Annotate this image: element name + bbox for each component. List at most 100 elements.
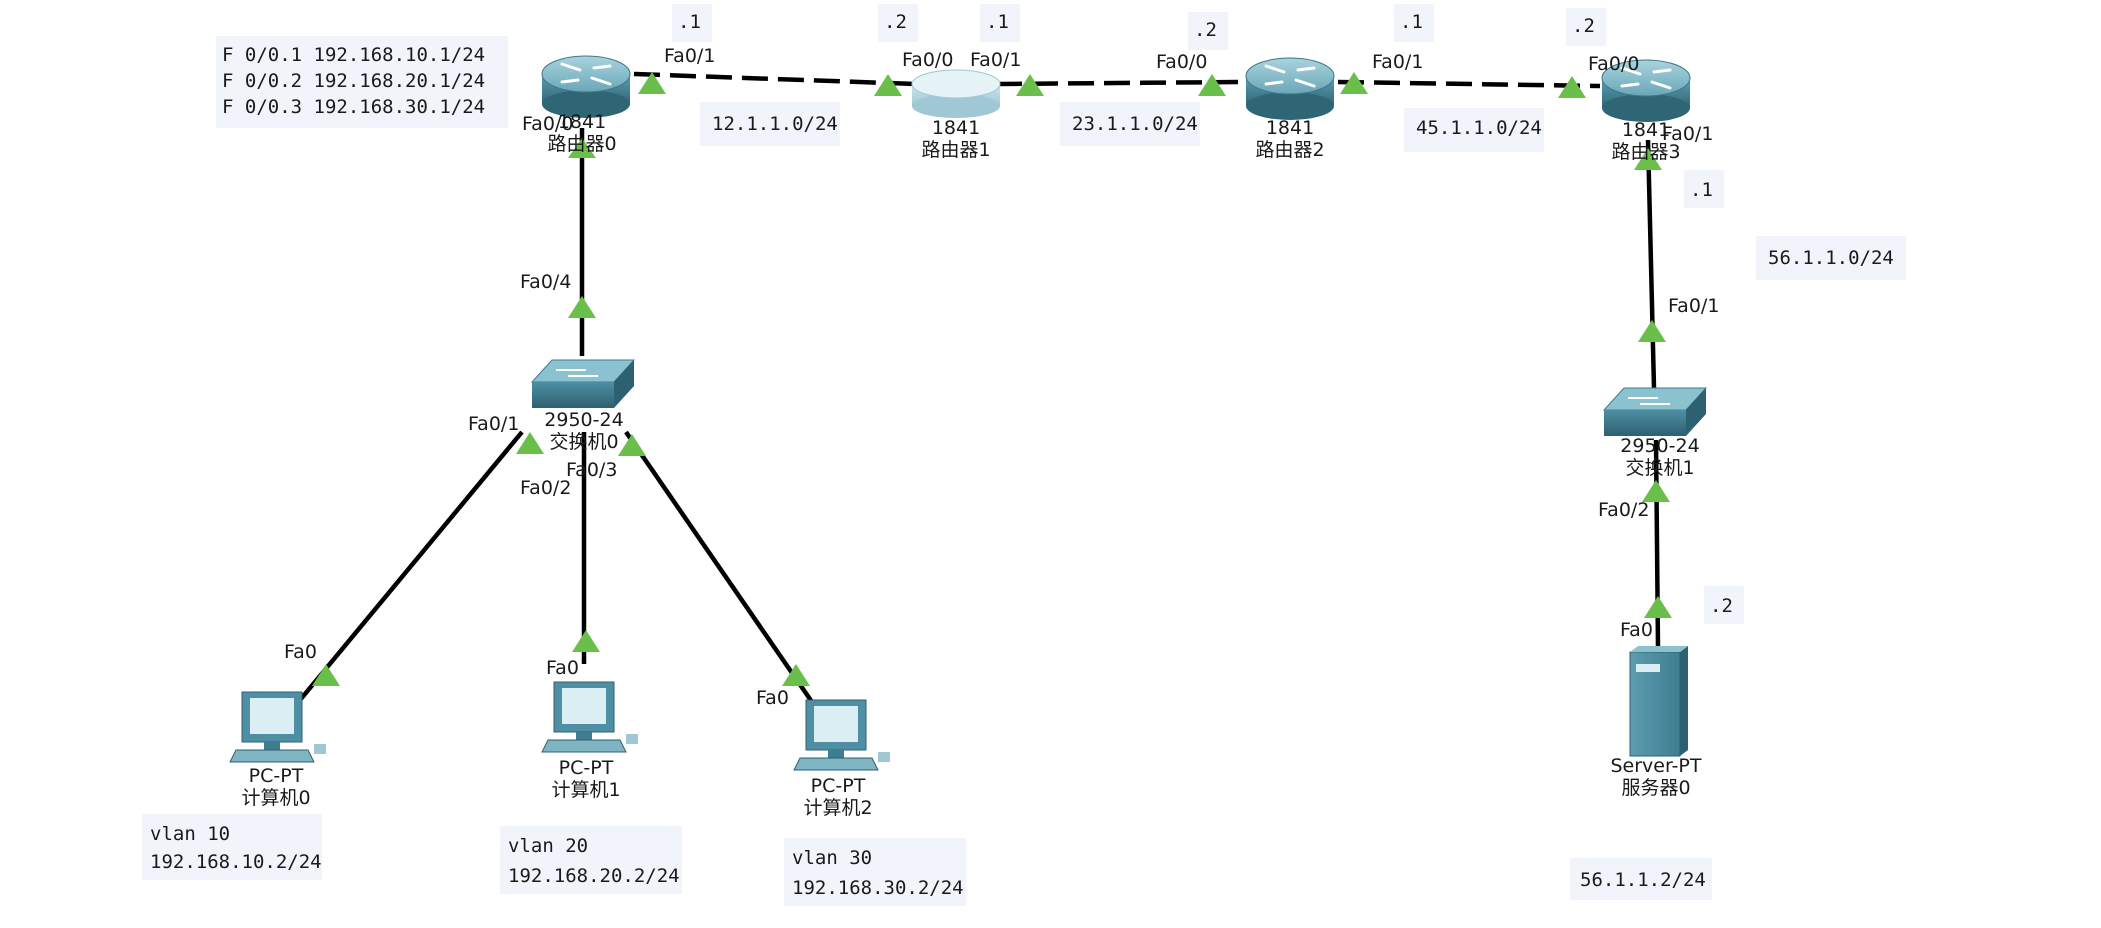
- port-server-fa0: Fa0: [1620, 619, 1653, 641]
- host-r0-fa01: .1: [678, 11, 701, 33]
- host-note-bg: [1684, 170, 1724, 208]
- router1-model: 1841: [932, 117, 980, 139]
- server0-name: 服务器0: [1621, 777, 1690, 799]
- pc0-model: PC-PT: [249, 765, 304, 787]
- switch1-model: 2950-24: [1620, 435, 1699, 457]
- router3-model: 1841: [1622, 119, 1670, 141]
- port-sw0-fa01: Fa0/1: [468, 413, 519, 435]
- host-r2-fa00: .2: [1194, 19, 1217, 41]
- switch1-icon[interactable]: [1602, 387, 1708, 436]
- server0-icon[interactable]: [1629, 646, 1688, 757]
- pc1-vlan-note: vlan 20: [508, 835, 588, 857]
- link-sw0-pc0: [298, 430, 524, 702]
- port-sw0-fa03: Fa0/3: [566, 459, 617, 481]
- port-indicator: [1644, 596, 1672, 618]
- port-r0-fa00: Fa0/0: [522, 113, 573, 135]
- port-r2-fa01: Fa0/1: [1372, 51, 1423, 73]
- port-sw1-fa01: Fa0/1: [1668, 295, 1719, 317]
- router0-name: 路由器0: [547, 133, 616, 155]
- network-label-23: 23.1.1.0/24: [1072, 113, 1198, 135]
- subif-line-1: F 0/0.1 192.168.10.1/24: [222, 44, 485, 66]
- pc2-name: 计算机2: [803, 797, 872, 819]
- host-note-bg: [1566, 8, 1606, 46]
- router2-model: 1841: [1266, 117, 1314, 139]
- port-indicator: [1558, 76, 1586, 98]
- switch0-icon[interactable]: [530, 359, 636, 408]
- router0-icon[interactable]: [541, 55, 631, 118]
- port-sw1-fa02: Fa0/2: [1598, 499, 1649, 521]
- subif-line-2: F 0/0.2 192.168.20.1/24: [222, 70, 485, 92]
- pc2-note-bg: [784, 838, 966, 906]
- pc0-ip-note: 192.168.10.2/24: [150, 851, 322, 873]
- port-indicators: [312, 72, 1672, 686]
- server-ip-note: 56.1.1.2/24: [1580, 869, 1706, 891]
- link-r2-r3: [1337, 79, 1601, 89]
- port-indicator: [1340, 72, 1368, 94]
- pc2-vlan-note: vlan 30: [792, 847, 872, 869]
- host-note-bg: [1394, 4, 1434, 42]
- router3-icon[interactable]: [1601, 59, 1691, 122]
- port-sw0-fa02: Fa0/2: [520, 477, 571, 499]
- port-pc0-fa0: Fa0: [284, 641, 317, 663]
- host-note-bg: [878, 4, 918, 42]
- port-r3-fa00: Fa0/0: [1588, 53, 1639, 75]
- port-r1-fa01: Fa0/1: [970, 49, 1021, 71]
- host-r1-fa01: .1: [986, 11, 1009, 33]
- port-indicator: [638, 72, 666, 94]
- net56-note-bg: [1756, 236, 1906, 280]
- router1-name: 路由器1: [921, 139, 990, 161]
- port-indicator: [568, 138, 596, 158]
- port-indicator: [782, 664, 810, 686]
- port-indicator: [618, 434, 646, 456]
- port-indicator: [1016, 74, 1044, 96]
- port-r0-fa01: Fa0/1: [664, 45, 715, 67]
- switch0-model: 2950-24: [544, 409, 623, 431]
- port-indicator: [568, 296, 596, 318]
- router2-icon[interactable]: [1245, 57, 1335, 120]
- router0-subif-note-bg: [216, 36, 508, 128]
- host-note-bg: [980, 4, 1020, 42]
- host-note-bg: [672, 4, 712, 42]
- port-indicator: [1198, 74, 1226, 96]
- switch1-name: 交换机1: [1625, 457, 1694, 479]
- pc2-icon[interactable]: [793, 699, 890, 771]
- pc1-icon[interactable]: [541, 681, 638, 753]
- pc0-icon[interactable]: [229, 691, 326, 763]
- port-indicator: [874, 74, 902, 96]
- link-r3-sw1: [1645, 139, 1657, 389]
- pc0-note-bg: [142, 814, 322, 880]
- host-server: .2: [1710, 595, 1733, 617]
- server-ip-note-bg: [1570, 858, 1712, 900]
- network-label-12: 12.1.1.0/24: [712, 113, 838, 135]
- pc0-name: 计算机0: [241, 787, 310, 809]
- pc1-name: 计算机1: [551, 779, 620, 801]
- links: [298, 71, 1661, 704]
- router0-model: 1841: [558, 111, 606, 133]
- host-r3-fa01: .1: [1690, 179, 1713, 201]
- port-indicator: [1638, 320, 1666, 342]
- port-pc1-fa0: Fa0: [546, 657, 579, 679]
- host-note-bg: [1188, 12, 1228, 50]
- port-indicator: [1634, 148, 1662, 170]
- pc1-note-bg: [500, 826, 682, 894]
- link-r1-r2: [995, 79, 1243, 87]
- router1-icon[interactable]: [911, 69, 1001, 118]
- router3-name: 路由器3: [1611, 141, 1680, 163]
- pc2-model: PC-PT: [811, 775, 866, 797]
- pc2-ip-note: 192.168.30.2/24: [792, 877, 964, 899]
- port-r1-fa00: Fa0/0: [902, 49, 953, 71]
- link-r0-r1: [633, 71, 917, 87]
- port-indicator: [516, 432, 544, 454]
- port-indicator: [312, 664, 340, 686]
- net23-note-bg: [1060, 102, 1200, 146]
- port-r2-fa00: Fa0/0: [1156, 51, 1207, 73]
- net12-note-bg: [700, 102, 840, 146]
- link-sw0-pc2: [624, 430, 814, 704]
- router2-name: 路由器2: [1255, 139, 1324, 161]
- port-pc2-fa0: Fa0: [756, 687, 789, 709]
- pc0-vlan-note: vlan 10: [150, 823, 230, 845]
- host-r1-fa00: .2: [884, 11, 907, 33]
- net45-note-bg: [1404, 108, 1544, 152]
- port-r3-fa01: Fa0/1: [1662, 123, 1713, 145]
- port-indicator: [1642, 480, 1670, 502]
